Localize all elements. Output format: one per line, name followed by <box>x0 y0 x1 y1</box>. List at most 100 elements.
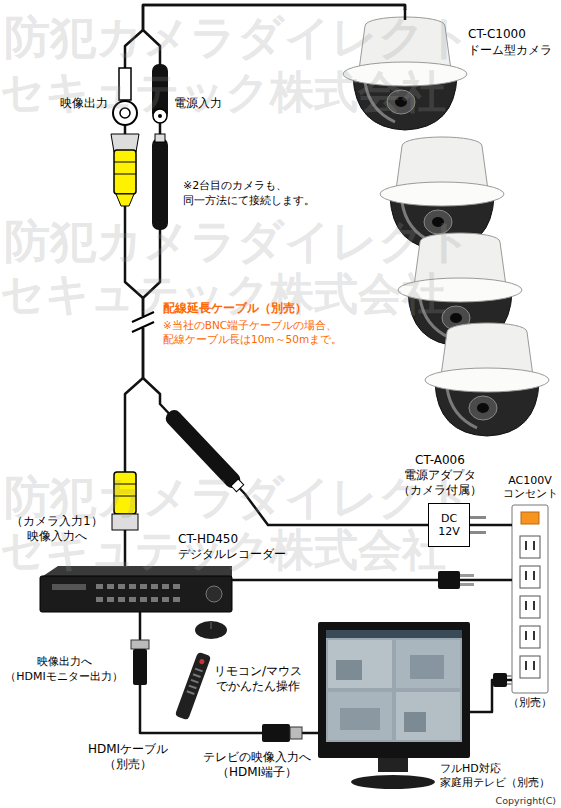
digital-recorder-part <box>52 584 86 590</box>
television-part <box>328 640 392 688</box>
power-strip-part <box>533 541 535 550</box>
digital-recorder-part <box>140 597 147 602</box>
device-label: AC100V コンセント <box>501 474 560 500</box>
power-plug <box>493 673 512 687</box>
device-label: CT-C1000 ドーム型カメラ <box>468 26 556 58</box>
digital-recorder-part <box>151 584 158 589</box>
power-strip-part <box>520 596 540 618</box>
television-part <box>328 692 392 740</box>
cut-mark-part <box>132 322 154 332</box>
television-part <box>351 775 435 789</box>
television-part <box>396 692 460 740</box>
digital-recorder-part <box>206 586 222 602</box>
cable <box>140 612 318 733</box>
power-strip-part <box>533 661 535 670</box>
adapter-rating: DC 12V <box>436 512 462 538</box>
hdmi-connector-part <box>133 649 147 685</box>
power-plug-part <box>460 583 474 586</box>
power-plug-part <box>493 673 507 687</box>
remote-control <box>175 652 211 721</box>
digital-recorder: CT-HD450 デジタルレコーダー <box>40 566 232 612</box>
power-strip-part <box>525 661 527 670</box>
television: フルHD対応 家庭用テレビ（別売） <box>318 622 470 758</box>
port-label: 映像出力へ （HDMIモニター出力） <box>3 654 125 684</box>
power-strip-part <box>533 601 535 610</box>
remote-control-part <box>187 690 195 695</box>
bnc-plug-part <box>114 174 136 175</box>
power-strip-part <box>521 512 539 524</box>
digital-recorder-part <box>151 597 158 602</box>
watermark: 防犯カメラダイレクト <box>4 10 472 64</box>
port-label: 映像出力 <box>60 96 108 111</box>
device-label: フルHD対応 家庭用テレビ（別売） <box>440 762 554 790</box>
plug-prongs <box>470 516 486 534</box>
digital-recorder-part <box>173 597 180 602</box>
digital-recorder-part <box>107 597 114 602</box>
power-plug-part <box>460 574 474 577</box>
digital-recorder-part <box>129 584 136 589</box>
television-part <box>318 622 470 758</box>
cable <box>470 524 512 527</box>
power-plug-part <box>507 675 512 677</box>
power-strip-part <box>520 656 540 678</box>
copyright: Copyright(C) 2008-2013 SecuTech Inc. All… <box>491 795 556 808</box>
power-strip-part <box>525 571 527 580</box>
digital-recorder-part <box>162 584 169 589</box>
remote-control-part <box>195 668 203 673</box>
power-strip-part <box>520 626 540 648</box>
mouse <box>195 621 227 639</box>
camera-group: CT-C1000 ドーム型カメラ <box>342 10 550 440</box>
device-label: CT-HD450 デジタルレコーダー <box>178 532 290 562</box>
bnc-plug <box>111 134 139 206</box>
digital-recorder-part <box>40 576 232 612</box>
television-part <box>326 630 462 742</box>
remote-control-part <box>175 652 211 721</box>
watermark: セキュテック株式会社 <box>0 66 446 118</box>
digital-recorder-part <box>140 584 147 589</box>
remote-control-part <box>191 679 199 684</box>
hdmi-connector-part <box>290 727 302 739</box>
power-strip: AC100V コンセント（別売） <box>512 505 548 693</box>
power-strip-part <box>525 631 527 640</box>
digital-recorder-part <box>107 584 114 589</box>
cable-note: ※当社のBNC端子ケーブルの場合、 配線ケーブル長は10m～50mまで。 <box>163 318 347 346</box>
watermark: 防犯カメラダイレクト <box>4 214 472 268</box>
cable <box>232 579 512 582</box>
power-strip-part <box>533 571 535 580</box>
power-strip-part <box>520 566 540 588</box>
digital-recorder-part <box>118 584 125 589</box>
power-strip-part <box>525 541 527 550</box>
plug-prongs-part <box>470 531 486 534</box>
plug-prongs-part <box>470 516 486 519</box>
cable-label: HDMIケーブル （別売） <box>86 742 171 772</box>
bnc-plug-part <box>114 162 136 163</box>
television-part <box>340 708 380 730</box>
device-note: （別売） <box>508 696 552 709</box>
cable-title: 配線延長ケーブル（別売） <box>163 300 307 316</box>
bnc-plug-part <box>116 194 134 206</box>
digital-recorder-part <box>129 597 136 602</box>
television-part <box>396 640 460 688</box>
hdmi-connector <box>131 640 149 685</box>
television-part <box>326 630 462 638</box>
port-label: テレビの映像入力へ （HDMI端子） <box>201 750 313 780</box>
bnc-plug-part <box>114 150 136 194</box>
dome-camera <box>425 323 549 436</box>
television-part <box>410 655 444 679</box>
port-label: （カメラ入力1） 映像入力へ <box>9 514 105 544</box>
power-plug-part <box>507 683 512 685</box>
television-part <box>336 660 362 680</box>
digital-recorder-part <box>118 597 125 602</box>
remote-control-part <box>193 673 201 678</box>
device-label: リモコン/マウス でかんたん操作 <box>212 664 305 694</box>
remote-control-part <box>199 658 205 664</box>
port-label: 電源入力 <box>174 96 222 111</box>
digital-recorder-part <box>173 584 180 589</box>
hdmi-connector-part <box>131 640 149 649</box>
remote-control-part <box>189 685 197 690</box>
dc-plug-part <box>155 134 165 142</box>
power-strip-part <box>533 631 535 640</box>
hdmi-connector <box>262 724 302 742</box>
power-strip-part <box>520 536 540 558</box>
mouse-part <box>211 622 212 629</box>
